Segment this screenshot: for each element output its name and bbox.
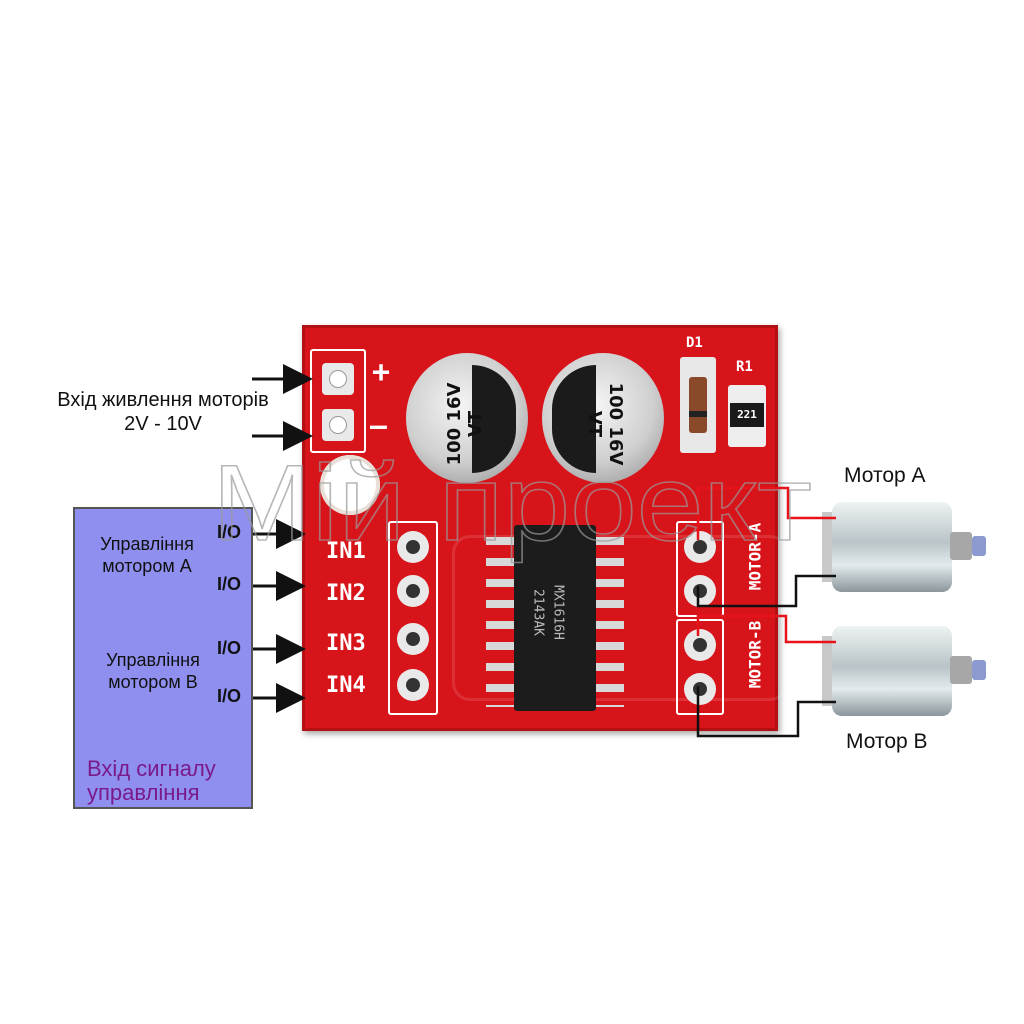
motor-b-wire-black [696,686,836,738]
signal-control-panel: Управління мотором A Управління мотором … [73,507,253,809]
in1-pin [397,531,429,563]
in2-label: IN2 [326,581,366,606]
motor-a-control-label: Управління мотором A [100,534,194,576]
io-label-3: I/O [217,638,242,658]
in3-pin [397,623,429,655]
power-pin-plus [322,363,354,395]
motor-b-header [676,619,724,715]
in1-label: IN1 [326,539,366,564]
io-label-2: I/O [217,574,242,594]
power-label-line1: Вхід живлення моторів [57,389,269,411]
d1-marking: D1 [686,335,703,351]
motor-b [822,626,986,716]
watermark: Мій проект [212,442,812,563]
motor-a-header [676,521,724,617]
motor-b-pin-2 [684,673,716,705]
resistor-code: 221 [730,403,764,427]
power-pin-minus [322,409,354,441]
capacitor-2: 100 16V VT [542,353,664,483]
motor-a-label: Мотор A [844,464,926,487]
power-label-line2: 2V - 10V [124,413,202,435]
signal-input-title: Вхід сигналу управління [87,756,216,805]
motor-a-wire-black [696,574,836,608]
motor-b-label: Мотор B [846,730,928,753]
minus-marking: — [370,409,387,442]
in4-label: IN4 [326,673,366,698]
input-header [388,521,438,715]
motor-a-wire-red [696,486,836,540]
r1-marking: R1 [736,359,753,375]
motor-b-control-label: Управління мотором B [106,650,200,692]
in2-pin [397,575,429,607]
power-label: Вхід живлення моторів 2V - 10V [22,388,304,436]
resistor-r1: 221 [728,385,766,447]
plus-marking: + [372,355,391,390]
power-header [310,349,366,453]
motor-b-pin-1 [684,629,716,661]
in4-pin [397,669,429,701]
io-label-1: I/O [217,522,242,542]
diode-d1 [680,357,716,453]
io-label-4: I/O [217,686,242,706]
in3-label: IN3 [326,631,366,656]
motor-a [822,502,986,592]
capacitor-1: 100 16V VT [406,353,528,483]
motor-a-pin-1 [684,531,716,563]
driver-ic: MX1616H 2143AK [514,525,596,711]
motor-b-wire-red [696,614,836,644]
mounting-hole [320,455,380,515]
motor-a-pin-2 [684,575,716,607]
